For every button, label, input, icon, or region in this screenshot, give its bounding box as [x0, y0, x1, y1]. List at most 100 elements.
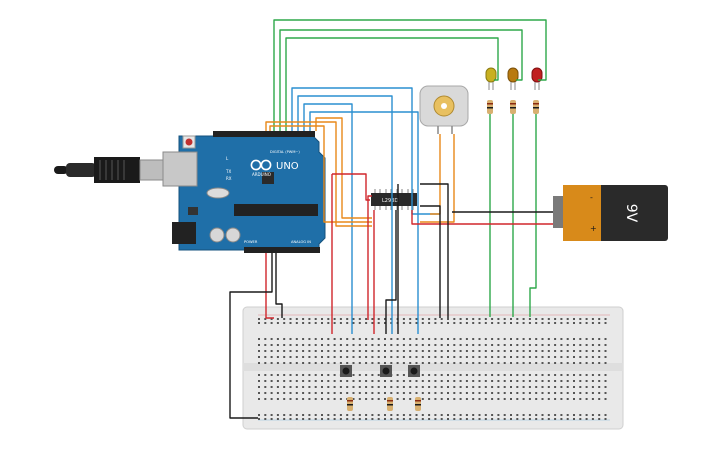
breadboard-hole [447, 414, 449, 416]
breadboard-hole [283, 392, 286, 394]
wire-green-gnd-3[interactable] [529, 114, 537, 317]
breadboard-hole [358, 322, 361, 324]
wire-blue-4[interactable] [309, 111, 419, 334]
breadboard-hole [579, 392, 582, 394]
dc-motor-icon[interactable] [419, 85, 469, 134]
breadboard-hole [327, 338, 330, 340]
breadboard-hole [314, 380, 317, 382]
breadboard-hole [459, 398, 462, 400]
breadboard-hole [270, 374, 273, 376]
wire-black-battery[interactable] [420, 205, 441, 318]
wire-red-5v[interactable] [265, 253, 274, 319]
wire-red-battery[interactable] [411, 210, 553, 225]
pushbutton-2[interactable] [380, 365, 392, 377]
breadboard-hole [465, 350, 468, 352]
breadboard-hole [472, 414, 475, 416]
wire-black-3[interactable] [385, 210, 397, 334]
breadboard-hole [579, 338, 582, 340]
breadboard-hole [358, 350, 361, 352]
led-resistor-1[interactable] [487, 100, 493, 114]
breadboard-hole [283, 414, 286, 416]
breadboard-hole [535, 392, 538, 394]
breadboard-hole [421, 344, 424, 346]
wire-orange-1[interactable] [265, 121, 372, 227]
breadboard-hole [573, 418, 575, 420]
breadboard-hole [434, 318, 437, 320]
led-yellow[interactable] [485, 67, 497, 90]
l293d-driver-chip[interactable]: L293D [371, 189, 417, 210]
wire-orange-motor-1[interactable] [430, 134, 441, 215]
breadboard-hole [295, 318, 298, 320]
led-red[interactable] [531, 67, 543, 90]
breadboard-hole [415, 318, 418, 320]
breadboard-hole [421, 418, 424, 420]
arduino-uno-board[interactable]: DIGITAL (PWM~) POWER ANALOG IN TX RX L U… [162, 131, 326, 253]
breadboard-hole [541, 344, 544, 346]
breadboard-hole [516, 350, 519, 352]
wire-orange-2[interactable] [269, 125, 372, 223]
led-resistor-3[interactable] [533, 100, 539, 114]
breadboard-hole [302, 350, 305, 352]
led-orange[interactable] [507, 67, 519, 90]
breadboard-hole [402, 338, 405, 340]
pushbutton-1[interactable] [340, 365, 352, 377]
button-resistor-3[interactable] [415, 397, 421, 411]
breadboard-hole [547, 386, 550, 388]
wire-red-1[interactable] [332, 173, 370, 201]
breadboard-hole [491, 322, 494, 324]
wire-blue-2[interactable] [297, 95, 393, 334]
breadboard-hole [276, 338, 279, 340]
wire-black-2[interactable] [420, 183, 449, 318]
breadboard-hole [276, 392, 279, 394]
wire-black-gnd[interactable] [229, 253, 273, 419]
wire-black-gnd-2[interactable] [275, 253, 283, 318]
breadboard-hole [295, 322, 298, 324]
wire-orange-3[interactable] [315, 117, 372, 219]
wire-green-led-red[interactable] [273, 19, 547, 131]
breadboard-hole [560, 380, 563, 382]
breadboard-hole [283, 418, 286, 420]
wire-red-4[interactable] [367, 195, 372, 320]
wire-green-led-yellow[interactable] [285, 37, 499, 131]
breadboard-hole [270, 362, 273, 364]
button-resistor-1[interactable] [347, 397, 353, 411]
breadboard-hole [409, 398, 412, 400]
breadboard-hole [453, 362, 456, 364]
breadboard-hole [358, 392, 361, 394]
breadboard-hole [528, 414, 531, 416]
breadboard-hole [528, 380, 531, 382]
wire-blue-3[interactable] [303, 103, 353, 334]
breadboard[interactable] [242, 306, 624, 430]
pushbutton-3[interactable] [408, 365, 420, 377]
breadboard-hole [478, 380, 481, 382]
breadboard-hole [396, 392, 399, 394]
breadboard-hole [510, 392, 512, 394]
breadboard-hole [472, 350, 475, 352]
breadboard-hole [377, 338, 380, 340]
breadboard-hole [321, 350, 323, 352]
wire-orange-motor-2[interactable] [420, 134, 455, 223]
microcontroller-chip [234, 204, 318, 216]
breadboard-hole [497, 414, 500, 416]
breadboard-hole [604, 318, 607, 320]
breadboard-hole [566, 414, 569, 416]
breadboard-hole [308, 414, 311, 416]
breadboard-hole [579, 322, 582, 324]
button-resistor-2[interactable] [387, 397, 393, 411]
breadboard-hole [453, 398, 456, 400]
breadboard-hole [591, 338, 594, 340]
breadboard-hole [295, 386, 298, 388]
breadboard-hole [541, 322, 544, 324]
wire-blue-1[interactable] [291, 87, 440, 215]
led-resistor-2[interactable] [510, 100, 516, 114]
breadboard-hole [579, 318, 582, 320]
battery-9v-icon[interactable]: - + 9V [553, 185, 668, 241]
breadboard-hole [472, 386, 475, 388]
breadboard-hole [491, 380, 494, 382]
wire-green-led-orange[interactable] [279, 29, 523, 131]
breadboard-hole [440, 380, 443, 382]
breadboard-hole [604, 374, 607, 376]
breadboard-hole [402, 374, 405, 376]
breadboard-hole [465, 344, 468, 346]
breadboard-hole [440, 318, 443, 320]
